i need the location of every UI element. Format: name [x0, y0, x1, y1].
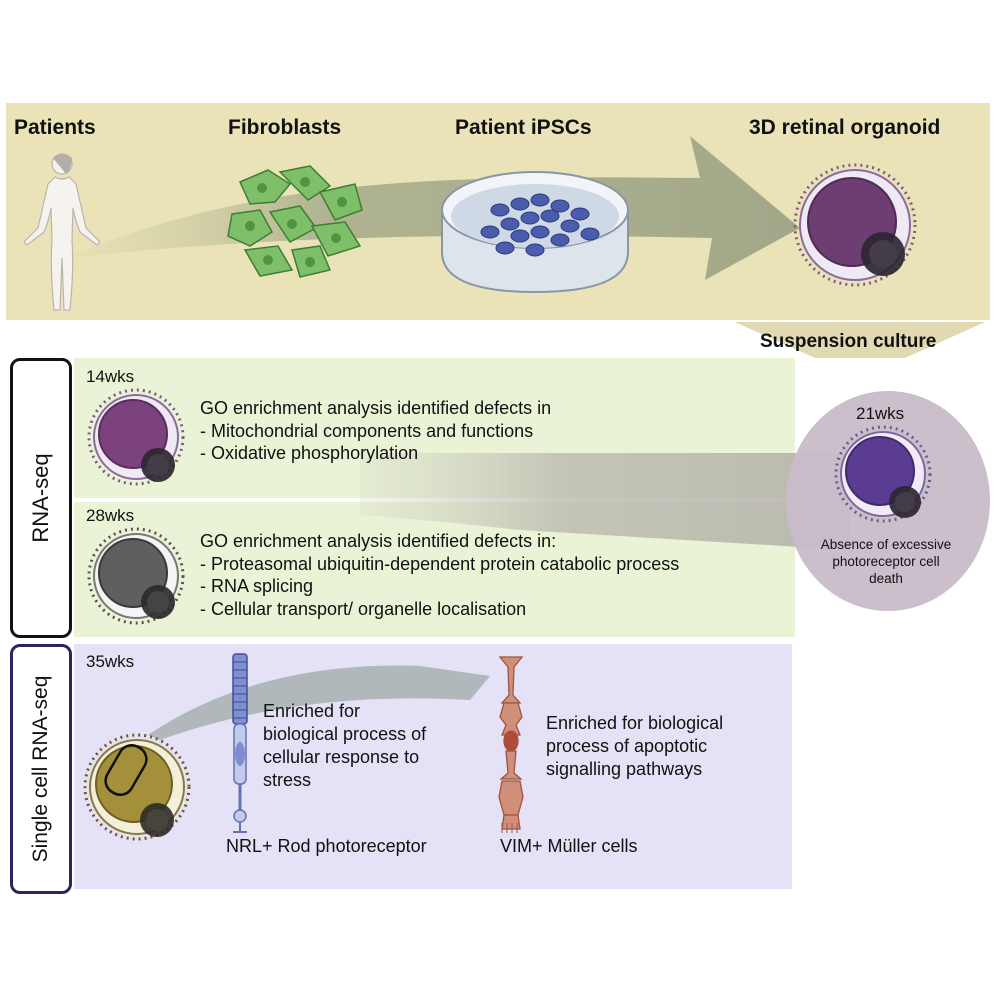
finding-line: GO enrichment analysis identified defect… — [200, 398, 552, 418]
suspension-arrow — [735, 322, 985, 358]
finding-line: signalling pathways — [546, 759, 703, 779]
organoid-14wks-icon — [87, 388, 185, 486]
time-35wks: 35wks — [86, 652, 135, 671]
suspension-label: Suspension culture — [760, 331, 937, 352]
time-28wks: 28wks — [86, 506, 135, 525]
organoid-21wks-icon — [834, 425, 932, 523]
finding-line: - Cellular transport/ organelle localisa… — [200, 598, 527, 619]
organoid-35wks-icon — [83, 733, 191, 841]
finding-line: photoreceptor cell — [832, 554, 940, 569]
ipscs-heading: Patient iPSCs — [455, 116, 592, 139]
rod-photoreceptor-icon — [232, 653, 248, 833]
organoid-heading: 3D retinal organoid — [749, 116, 941, 139]
finding-line: - Oxidative phosphorylation — [200, 443, 419, 463]
finding-line: death — [869, 571, 903, 586]
fibroblasts-heading: Fibroblasts — [228, 116, 342, 139]
finding-line: Absence of excessive — [820, 537, 952, 552]
patient-figure-icon — [23, 153, 101, 311]
finding-line: - Proteasomal ubiquitin-dependent protei… — [200, 553, 680, 574]
rod-caption: NRL+ Rod photoreceptor — [226, 836, 427, 856]
petri-dish-icon — [441, 171, 629, 294]
patients-heading: Patients — [14, 116, 96, 139]
findings-28wks: GO enrichment analysis identified defect… — [200, 530, 679, 620]
organoid-28wks-icon — [87, 527, 185, 625]
muller-cell-icon — [498, 656, 524, 833]
findings-14wks: GO enrichment analysis identified defect… — [200, 397, 551, 465]
single-cell-label-box: Single cell RNA-seq — [10, 644, 72, 894]
retinal-organoid-icon — [793, 163, 917, 287]
muller-findings: Enriched for biological process of apopt… — [546, 712, 723, 781]
rod-findings: Enriched for biological process of cellu… — [263, 700, 426, 792]
finding-line: process of apoptotic — [546, 736, 708, 756]
finding-21wks: Absence of excessive photoreceptor cell … — [800, 536, 972, 587]
finding-line: - RNA splicing — [200, 576, 314, 596]
fibroblast-cells-icon — [227, 165, 363, 278]
finding-line: cellular response to — [263, 747, 420, 767]
finding-line: Enriched for — [263, 701, 361, 721]
finding-line: stress — [263, 770, 312, 790]
time-21wks: 21wks — [856, 404, 905, 423]
time-14wks: 14wks — [86, 367, 135, 386]
finding-line: GO enrichment analysis identified defect… — [200, 531, 557, 551]
muller-caption: VIM+ Müller cells — [500, 836, 638, 856]
finding-line: - Mitochondrial components and functions — [200, 420, 534, 441]
rnaseq-label-box: RNA-seq — [10, 358, 72, 638]
finding-line: Enriched for biological — [546, 713, 724, 733]
finding-line: biological process of — [263, 724, 427, 744]
